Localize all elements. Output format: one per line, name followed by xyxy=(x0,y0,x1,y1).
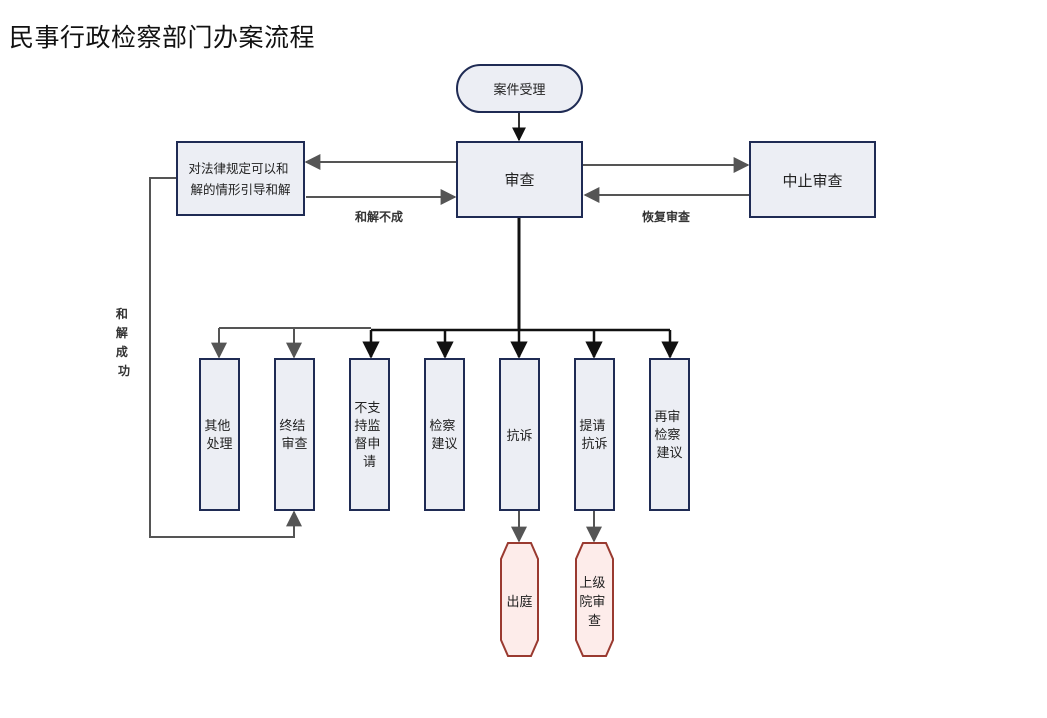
node-suspend: 中止审查 xyxy=(749,141,876,218)
node-terminate-review: 终结 审查 xyxy=(274,358,315,511)
node-procuratorial-recommendation: 检察 建议 xyxy=(424,358,465,511)
node-mediation-line-2: 解的情形引导和解 xyxy=(190,182,290,197)
node-mediation: 对法律规定可以和 解的情形引导和解 xyxy=(176,141,305,216)
connectors xyxy=(149,112,750,543)
node-superior-court-review-label: 上级 院审 查 xyxy=(579,576,609,629)
node-request-protest-label: 提请 抗诉 xyxy=(579,418,609,452)
node-procuratorial-recommendation-label: 检察 建议 xyxy=(429,419,459,452)
node-protest-label: 抗诉 xyxy=(506,429,532,444)
node-case-acceptance: 案件受理 xyxy=(456,64,583,113)
node-appear-in-court: 出庭 xyxy=(500,542,539,657)
node-not-support: 不支 持监 督申 请 xyxy=(349,358,390,511)
page-title: 民事行政检察部门办案流程 xyxy=(9,23,316,52)
node-superior-court-review: 上级 院审 查 xyxy=(575,542,614,657)
node-protest: 抗诉 xyxy=(499,358,540,511)
node-mediation-line-1: 对法律规定可以和 xyxy=(189,161,289,176)
edge-label-mediation-failed: 和解不成 xyxy=(354,209,403,224)
node-mediation-label: 对法律规定可以和 解的情形引导和解 xyxy=(189,161,293,197)
node-terminate-review-label: 终结 审查 xyxy=(279,418,309,452)
node-not-support-label: 不支 持监 督申 请 xyxy=(354,401,384,470)
node-suspend-label: 中止审查 xyxy=(782,172,842,190)
node-appear-in-court-label: 出庭 xyxy=(506,594,532,610)
node-other-handling: 其他 处理 xyxy=(199,358,240,511)
edge-label-mediation-success: 和 解 成 功 xyxy=(115,306,132,378)
node-retrial-recommendation: 再审 检察 建议 xyxy=(649,358,690,511)
node-retrial-recommendation-label: 再审 检察 建议 xyxy=(654,410,684,461)
node-other-handling-label: 其他 处理 xyxy=(204,419,234,452)
edge-label-resume-review: 恢复审查 xyxy=(642,209,691,224)
node-review: 审查 xyxy=(456,141,583,218)
node-review-label: 审查 xyxy=(504,171,534,189)
edge-mediation-success xyxy=(149,177,302,538)
node-request-protest: 提请 抗诉 xyxy=(574,358,615,511)
node-case-acceptance-label: 案件受理 xyxy=(493,83,545,98)
